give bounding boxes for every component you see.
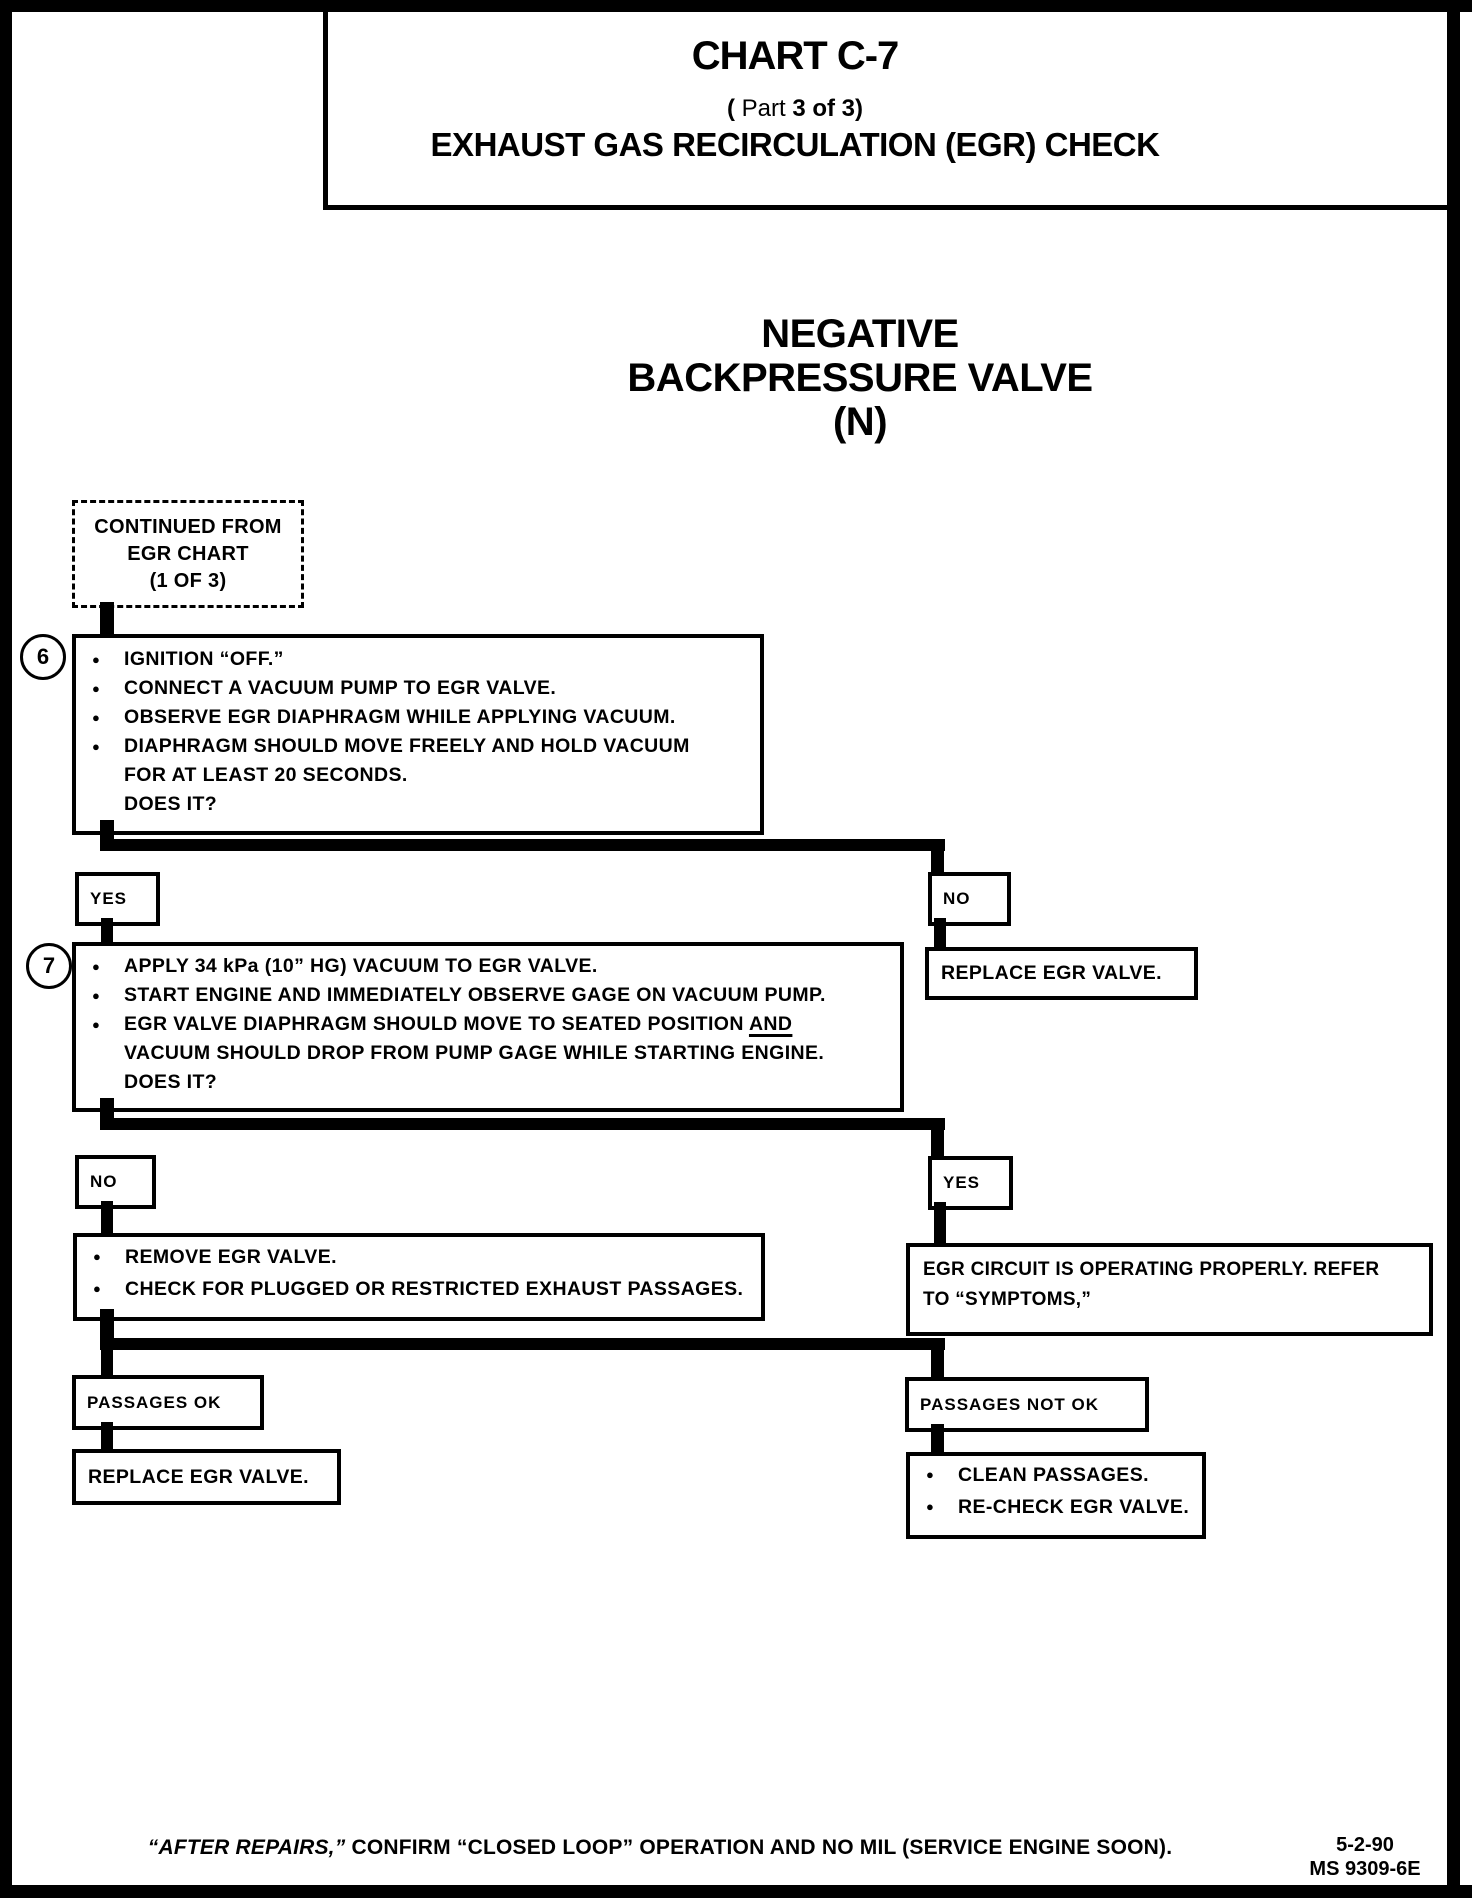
connector-branch6-bar: [100, 839, 945, 851]
step-7-underlined-word: AND: [748, 1013, 793, 1035]
part-open: (: [726, 95, 735, 122]
connector-passages-left: [101, 1350, 113, 1375]
branch6-no-box: NO: [928, 872, 1011, 926]
step-6-line: FOR AT LEAST 20 SECONDS.: [124, 764, 408, 786]
replace-egr-valve-left-box: REPLACE EGR VALVE.: [72, 1449, 341, 1505]
page-border-right: [1447, 0, 1460, 1898]
step-7-line: VACUUM SHOULD DROP FROM PUMP GAGE WHILE …: [124, 1042, 825, 1064]
chart-subtitle: EXHAUST GAS RECIRCULATION (EGR) CHECK: [430, 126, 1160, 163]
footer-note-italic: “AFTER REPAIRS,”: [147, 1836, 346, 1859]
connector-passages-bar: [100, 1338, 945, 1350]
step-6-line: CONNECT A VACUUM PUMP TO EGR VALVE.: [76, 674, 760, 703]
step-6-line: DIAPHRAGM SHOULD MOVE FREELY AND HOLD VA…: [76, 732, 760, 761]
footer-document-id: 5-2-90 MS 9309-6E: [1295, 1833, 1435, 1881]
step-7-line: START ENGINE AND IMMEDIATELY OBSERVE GAG…: [76, 981, 900, 1010]
connector-passages-right: [931, 1350, 944, 1378]
connector-passok-replace: [101, 1422, 113, 1450]
branch7-no-label: NO: [90, 1172, 118, 1191]
step-number-7: 7: [26, 943, 72, 989]
remove-box-line: REMOVE EGR VALVE.: [77, 1241, 761, 1273]
step-6-line: IGNITION “OFF.”: [76, 645, 760, 674]
step-7-line: APPLY 34 kPa (10” HG) VACUUM TO EGR VALV…: [76, 952, 900, 981]
page-border-bottom: [0, 1885, 1472, 1898]
heading-line-3: (N): [832, 400, 888, 444]
part-word: Part: [741, 95, 786, 122]
heading-line-2: BACKPRESSURE VALVE: [627, 356, 1093, 400]
title-inner: CHART C-7 ( Part 3 of 3) EXHAUST GAS REC…: [328, 12, 1262, 164]
connector-branch7-bar: [100, 1118, 945, 1130]
footer-note: “AFTER REPAIRS,” CONFIRM “CLOSED LOOP” O…: [130, 1836, 1190, 1860]
remove-box-line: CHECK FOR PLUGGED OR RESTRICTED EXHAUST …: [77, 1273, 761, 1305]
connector-start-step6: [100, 602, 114, 636]
passages-ok-box: PASSAGES OK: [72, 1375, 264, 1430]
connector-passnotok-clean: [931, 1424, 944, 1452]
page-border-left: [0, 0, 12, 1898]
branch6-yes-box: YES: [75, 872, 160, 926]
footer-date: 5-2-90: [1336, 1834, 1394, 1856]
connector-branch7-right: [931, 1130, 944, 1157]
step-7-digit: 7: [42, 953, 56, 978]
chart-part: ( Part 3 of 3): [328, 95, 1262, 123]
heading-line-1: NEGATIVE: [761, 312, 959, 356]
step-7-box: APPLY 34 kPa (10” HG) VACUUM TO EGR VALV…: [72, 942, 904, 1112]
clean-box-line: RE-CHECK EGR VALVE.: [910, 1491, 1202, 1523]
connector-no7-remove: [101, 1201, 113, 1233]
connector-no6-replace: [934, 918, 946, 948]
title-box: CHART C-7 ( Part 3 of 3) EXHAUST GAS REC…: [323, 12, 1447, 210]
section-heading: NEGATIVE BACKPRESSURE VALVE (N): [598, 312, 1122, 444]
branch6-yes-label: YES: [90, 889, 128, 908]
passages-not-ok-label: PASSAGES NOT OK: [920, 1394, 1100, 1414]
passages-not-ok-box: PASSAGES NOT OK: [905, 1377, 1149, 1432]
replace-egr-valve-left-label: REPLACE EGR VALVE.: [88, 1465, 310, 1488]
connector-branch6-right: [931, 851, 944, 874]
step-6-question: DOES IT?: [124, 793, 218, 815]
footer-doc-number: MS 9309-6E: [1309, 1858, 1421, 1880]
remove-egr-valve-box: REMOVE EGR VALVE. CHECK FOR PLUGGED OR R…: [73, 1233, 765, 1321]
replace-egr-valve-right-label: REPLACE EGR VALVE.: [941, 962, 1163, 984]
connector-step7-down: [100, 1098, 114, 1124]
step-7-line-text: EGR VALVE DIAPHRAGM SHOULD MOVE TO SEATE…: [124, 1013, 749, 1035]
part-rest: 3 of 3): [792, 95, 864, 122]
connector-remove-down: [100, 1309, 114, 1341]
egr-ok-line-2: TO “SYMPTOMS,”: [923, 1289, 1092, 1310]
replace-egr-valve-right-box: REPLACE EGR VALVE.: [925, 947, 1198, 1000]
chart-title: CHART C-7: [691, 34, 900, 78]
step-7-question: DOES IT?: [124, 1071, 218, 1093]
continued-line-3: (1 OF 3): [149, 569, 227, 592]
step-7-line: EGR VALVE DIAPHRAGM SHOULD MOVE TO SEATE…: [76, 1010, 900, 1039]
continued-line-1: CONTINUED FROM: [94, 515, 282, 538]
clean-box-line: CLEAN PASSAGES.: [910, 1459, 1202, 1491]
clean-passages-box: CLEAN PASSAGES. RE-CHECK EGR VALVE.: [906, 1452, 1206, 1539]
step-6-digit: 6: [36, 644, 50, 669]
egr-ok-line-1: EGR CIRCUIT IS OPERATING PROPERLY. REFER: [923, 1259, 1380, 1280]
connector-yes6-step7: [101, 918, 113, 944]
footer-note-rest: CONFIRM “CLOSED LOOP” OPERATION AND NO M…: [345, 1836, 1173, 1859]
connector-yes7-egrok: [934, 1202, 946, 1243]
continued-from-box: CONTINUED FROM EGR CHART (1 OF 3): [72, 500, 304, 608]
passages-ok-label: PASSAGES OK: [87, 1392, 222, 1412]
branch7-yes-box: YES: [928, 1156, 1013, 1210]
step-number-6: 6: [20, 634, 66, 680]
continued-line-2: EGR CHART: [127, 542, 249, 565]
egr-circuit-ok-box: EGR CIRCUIT IS OPERATING PROPERLY. REFER…: [906, 1243, 1433, 1336]
step-6-box: IGNITION “OFF.” CONNECT A VACUUM PUMP TO…: [72, 634, 764, 835]
page-border-top: [0, 0, 1472, 12]
branch7-yes-label: YES: [943, 1173, 981, 1192]
branch7-no-box: NO: [75, 1155, 156, 1209]
step-6-line: OBSERVE EGR DIAPHRAGM WHILE APPLYING VAC…: [76, 703, 760, 732]
branch6-no-label: NO: [943, 889, 971, 908]
